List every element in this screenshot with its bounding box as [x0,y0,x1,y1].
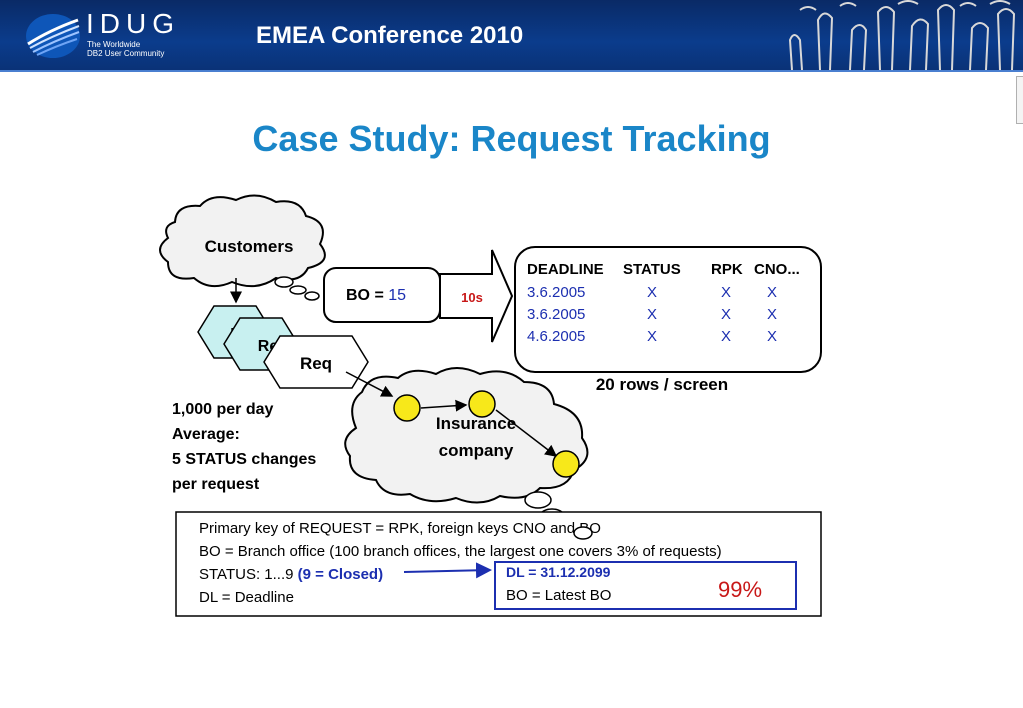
request-hexagon-3-label: Req [300,354,332,373]
slide-title: Case Study: Request Tracking [252,118,771,159]
row-2-deadline: 3.6.2005 [527,306,585,323]
notes-line-3-prefix: STATUS: 1...9 [199,566,298,583]
header-deadline: DEADLINE [527,261,604,278]
logo-tagline-line-2: DB2 User Community [87,49,165,58]
stat-line-3: 5 STATUS changes [172,451,316,468]
request-hexagon-3: Req [263,335,369,389]
header-bar: IDUG The Worldwide DB2 User Community EM… [0,0,1023,70]
stat-line-1: 1,000 per day [172,401,274,418]
status-dot-1 [393,394,421,422]
notes-line-2: BO = Branch office (100 branch offices, … [199,543,722,560]
closed-to-deadline-arrow [403,562,492,579]
status-transition-arrow-1 [420,399,468,412]
notes-line-4: DL = Deadline [199,589,294,606]
logo-tagline-line-1: The Worldwide [87,40,141,49]
idug-globe-icon [26,14,80,58]
edge-tab [1016,76,1023,124]
row-3-status: X [647,328,657,345]
conference-title: EMEA Conference 2010 [256,22,524,49]
thought-bubble-small [573,526,593,540]
status-dot-2 [468,390,496,418]
header-status: STATUS [623,261,681,278]
bo-box-label: BO = 15 [346,287,406,304]
customers-label: Customers [205,237,294,256]
result-screen-box: DEADLINE STATUS RPK CNO... 3.6.2005 X X … [514,246,822,373]
row-2-rpk: X [721,306,731,323]
row-1-cno: X [767,284,777,301]
insurance-label-line-2: company [439,441,514,460]
bo-label: BO = [346,287,388,304]
status-transition-arrow-2 [495,409,558,457]
row-3-cno: X [767,328,777,345]
notes-line-3-closed: (9 = Closed) [298,566,383,583]
crowd-silhouette-image [788,0,1016,70]
request-to-insurance-arrow [345,371,394,397]
stat-line-4: per request [172,476,260,493]
row-2-cno: X [767,306,777,323]
closed-percent: 99% [718,577,762,602]
header-divider [0,70,1023,72]
closed-bo-value: BO = Latest BO [506,587,611,604]
notes-line-3: STATUS: 1...9 (9 = Closed) [199,566,383,583]
row-1-deadline: 3.6.2005 [527,284,585,301]
status-dot-3 [552,450,580,478]
bo-value: 15 [388,287,406,304]
logo-name: IDUG [86,8,180,39]
logo-tagline: The Worldwide DB2 User Community [87,40,197,58]
closed-deadline-value: DL = 31.12.2099 [506,564,611,580]
row-3-rpk: X [721,328,731,345]
row-1-rpk: X [721,284,731,301]
customers-cloud: Customers [159,194,326,301]
bo-box: BO = 15 [323,267,441,323]
notes-line-1: Primary key of REQUEST = RPK, foreign ke… [199,520,601,537]
response-time-arrow: 10s [439,249,514,343]
row-3-deadline: 4.6.2005 [527,328,585,345]
header-cno: CNO... [754,261,800,278]
insurance-label-line-1: Insurance [436,414,516,433]
response-time-label: 10s [461,290,483,305]
closed-request-box: DL = 31.12.2099 BO = Latest BO 99% [494,561,797,610]
header-rpk: RPK [711,261,743,278]
stat-line-2: Average: [172,426,240,443]
rows-per-screen-label: 20 rows / screen [596,375,728,394]
row-1-status: X [647,284,657,301]
row-2-status: X [647,306,657,323]
